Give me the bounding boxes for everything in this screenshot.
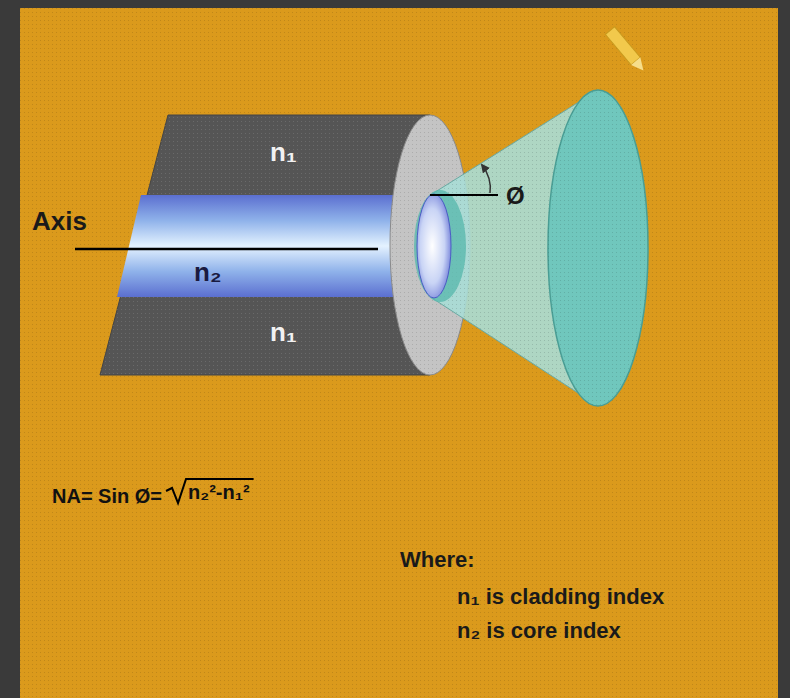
angle-reference-line — [430, 194, 498, 196]
cladding-label: n₁ — [270, 318, 297, 347]
cladding-end-face — [390, 115, 470, 375]
angle-symbol: Ø — [506, 183, 525, 209]
core-end-face — [417, 194, 451, 298]
cone-base — [548, 90, 648, 406]
radical-sign — [166, 479, 254, 503]
axis-line — [75, 248, 378, 251]
note-heading: Where: — [400, 548, 475, 572]
axis-label: Axis — [32, 207, 87, 236]
note-text: n₁ is cladding index — [457, 585, 664, 609]
cladding-body — [100, 115, 430, 375]
formula-radicand: n₂²-n₁² — [188, 481, 250, 503]
background-panel — [20, 8, 778, 698]
cladding-label: n₁ — [270, 138, 297, 167]
core-label: n₂ — [194, 258, 221, 287]
core-band — [117, 195, 430, 297]
angle-arc — [482, 165, 490, 193]
formula-text: NA= Sin Ø= — [52, 485, 162, 507]
light-ray-pencil — [605, 27, 648, 75]
note-text: n₂ is core index — [457, 619, 621, 643]
